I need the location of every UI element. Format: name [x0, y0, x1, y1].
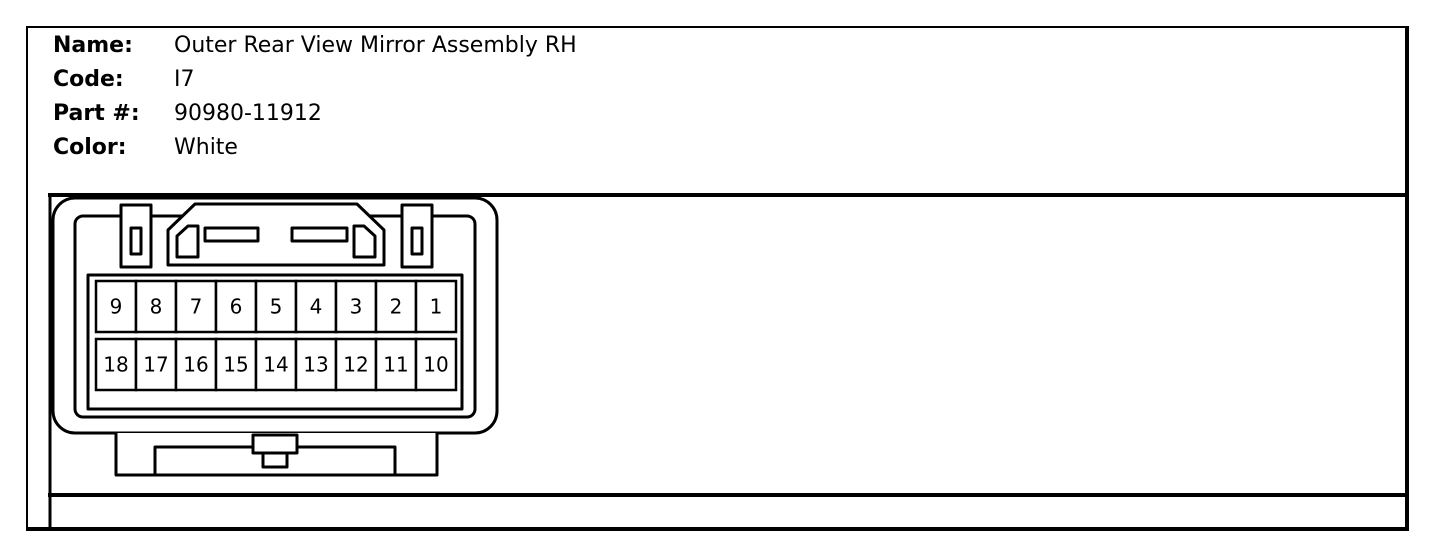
pin-grid: 9 8 7 6 5 4 3 2 1 18 17 16 15 14 13 12 11 10 [94, 279, 458, 392]
pin-number-10: 10 [423, 353, 448, 377]
color-value: White [174, 135, 238, 160]
pin-number-12: 12 [343, 353, 368, 377]
pin-number-2: 2 [390, 295, 403, 319]
pin-number-3: 3 [350, 295, 363, 319]
pin-number-18: 18 [103, 353, 128, 377]
code-value: I7 [174, 67, 195, 92]
pin-number-17: 17 [143, 353, 168, 377]
code-label: Code: [53, 67, 124, 92]
pin-number-5: 5 [270, 295, 283, 319]
pin-number-4: 4 [310, 295, 323, 319]
pin-cavity-15 [214, 337, 258, 392]
pin-number-13: 13 [303, 353, 328, 377]
color-label: Color: [53, 135, 127, 160]
pin-number-1: 1 [430, 295, 443, 319]
pin-cavity-14 [254, 337, 298, 392]
pin-number-15: 15 [223, 353, 248, 377]
connector-bottom-lock [114, 433, 439, 477]
pin-cavity-3 [334, 279, 378, 334]
diagram-panel [48, 193, 1408, 531]
name-label: Name: [53, 33, 133, 58]
pin-number-7: 7 [190, 295, 203, 319]
name-value: Outer Rear View Mirror Assembly RH [174, 33, 577, 58]
pin-cavity-10 [414, 337, 458, 392]
pin-cavity-1 [414, 279, 458, 334]
pin-number-6: 6 [230, 295, 243, 319]
part-number-label: Part #: [53, 101, 140, 126]
part-number-value: 90980-11912 [174, 101, 322, 126]
pin-number-14: 14 [263, 353, 288, 377]
connector-info-frame [26, 26, 1409, 531]
pin-cavity-16 [174, 337, 218, 392]
connector-latch [119, 202, 434, 269]
pin-cavity-18 [94, 337, 138, 392]
pin-number-11: 11 [383, 353, 408, 377]
pin-cavity-11 [374, 337, 418, 392]
pin-number-16: 16 [183, 353, 208, 377]
pin-number-8: 8 [150, 295, 163, 319]
pin-number-9: 9 [110, 295, 123, 319]
